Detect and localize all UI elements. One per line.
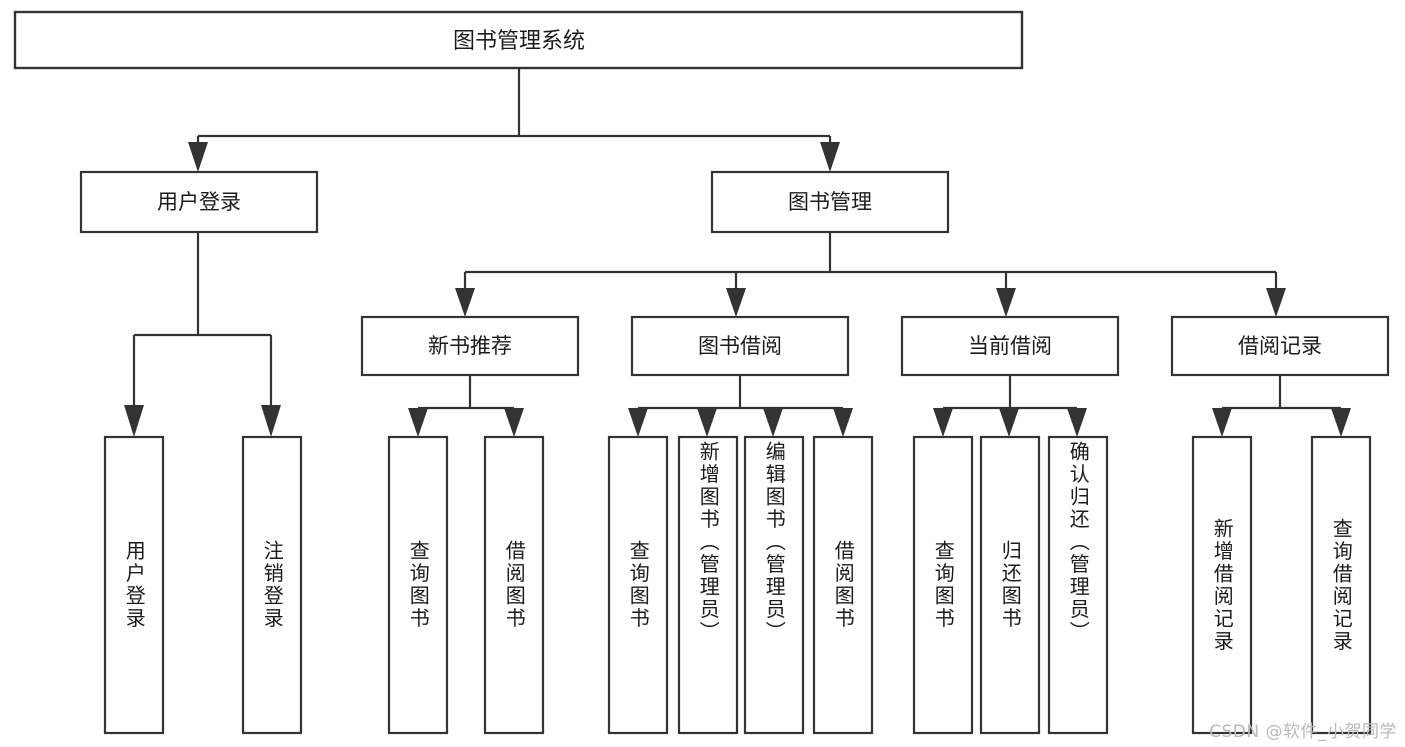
csdn-watermark: CSDN @软件_小贺同学 (1209, 722, 1397, 742)
leaf-borrow-book-2-box[interactable] (812, 435, 874, 735)
leaf-borrow-book-1-box[interactable] (483, 435, 545, 735)
user-login-label: 用户登录 (157, 190, 241, 214)
node-new-book-recommend[interactable]: 新书推荐 (360, 315, 580, 377)
arrow-new-book-recommend (455, 288, 475, 317)
leaf-query-book-3-box[interactable] (912, 435, 974, 735)
arrow-leaf-query-book-1 (408, 408, 428, 437)
leaf-user-login-box[interactable] (103, 435, 165, 735)
leaf-user-logout-box[interactable] (241, 435, 303, 735)
arrow-leaf-user-logout (261, 405, 281, 437)
user-login-box[interactable] (79, 170, 319, 234)
borrow-record-label: 借阅记录 (1238, 334, 1322, 358)
leaf-add-book-box[interactable] (677, 435, 739, 735)
node-book-management[interactable]: 图书管理 (710, 170, 950, 234)
leaf-confirm-return-box[interactable] (1047, 435, 1109, 735)
leaf-return-book-box[interactable] (979, 435, 1041, 735)
arrow-leaf-borrow-book-1 (504, 408, 524, 437)
arrow-book-borrow (726, 288, 746, 317)
root-box[interactable] (13, 10, 1024, 70)
leaf-query-book-2-box[interactable] (607, 435, 669, 735)
arrow-leaf-add-book (697, 408, 717, 437)
new-book-recommend-label: 新书推荐 (428, 334, 512, 358)
arrow-leaf-edit-book (763, 408, 783, 437)
arrow-leaf-return-book (999, 408, 1019, 437)
new-book-recommend-box[interactable] (360, 315, 580, 377)
node-borrow-record[interactable]: 借阅记录 (1170, 315, 1390, 377)
leaf-query-book-1-box[interactable] (387, 435, 449, 735)
node-book-borrow[interactable]: 图书借阅 (630, 315, 850, 377)
arrow-leaf-confirm-return (1067, 408, 1087, 437)
arrow-leaf-query-book-3 (933, 408, 953, 437)
node-root[interactable]: 图书管理系统 (13, 10, 1024, 70)
book-borrow-box[interactable] (630, 315, 850, 377)
node-current-borrow[interactable]: 当前借阅 (900, 315, 1120, 377)
current-borrow-box[interactable] (900, 315, 1120, 377)
arrow-leaf-query-record (1331, 408, 1351, 437)
arrow-leaf-add-record (1212, 408, 1232, 437)
root-label: 图书管理系统 (453, 29, 585, 54)
book-management-label: 图书管理 (788, 190, 872, 214)
book-borrow-label: 图书借阅 (698, 334, 782, 358)
leaf-add-record-box[interactable] (1191, 435, 1253, 735)
arrow-leaf-query-book-2 (628, 408, 648, 437)
leaf-edit-book-box[interactable] (743, 435, 805, 735)
arrow-current-borrow (996, 288, 1016, 317)
arrow-leaf-user-login (124, 405, 144, 437)
leaf-query-record-box[interactable] (1310, 435, 1372, 735)
arrow-user-login (188, 142, 208, 172)
connector-layer (124, 68, 1351, 437)
borrow-record-box[interactable] (1170, 315, 1390, 377)
book-management-box[interactable] (710, 170, 950, 234)
arrow-borrow-record (1266, 288, 1286, 317)
current-borrow-label: 当前借阅 (968, 334, 1052, 358)
arrow-leaf-borrow-book-2 (833, 408, 853, 437)
leaf-box-layer (103, 435, 1372, 735)
node-user-login[interactable]: 用户登录 (79, 170, 319, 234)
arrow-book-management (820, 142, 840, 172)
